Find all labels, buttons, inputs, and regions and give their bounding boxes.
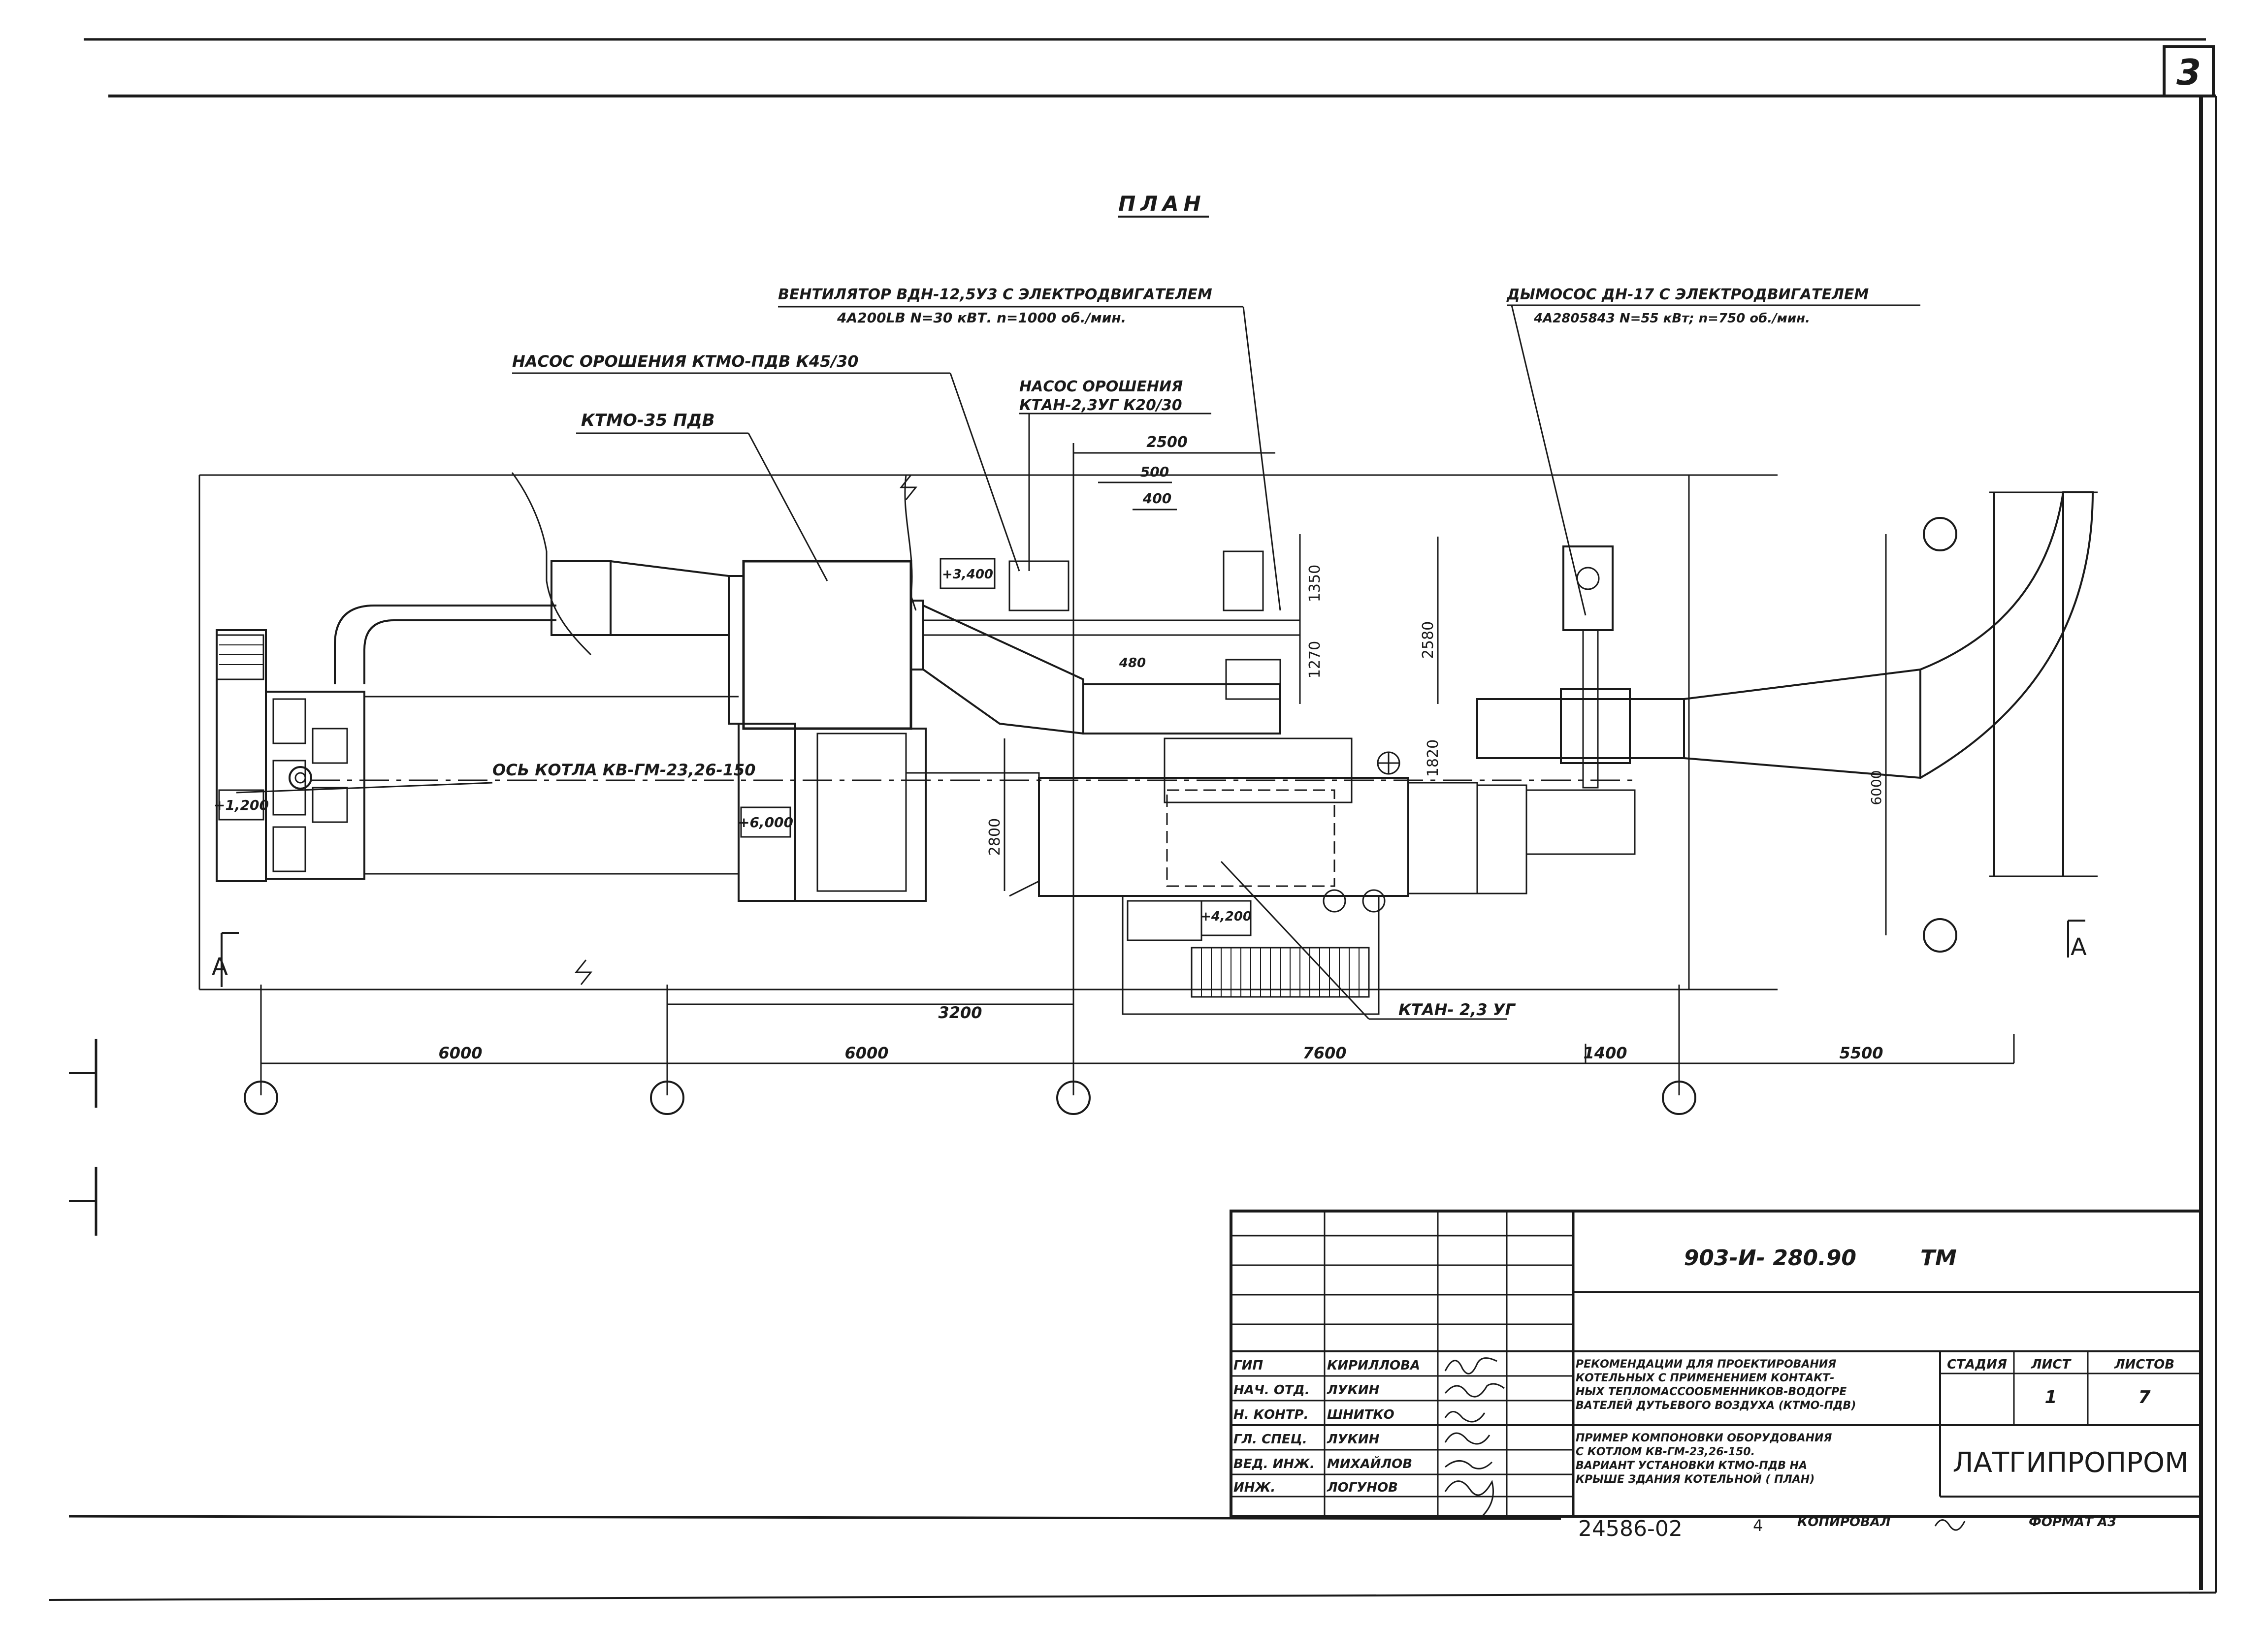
sig-name-3: ШНИТКО [1327, 1407, 1394, 1422]
sig-role-2: НАЧ. ОТД. [1233, 1383, 1310, 1398]
dim-1350: 1350 [1306, 565, 1324, 602]
sig-role-5: ВЕД. ИНЖ. [1233, 1457, 1315, 1471]
level-ktmo: +3,400 [942, 567, 993, 582]
dim-400: 400 [1142, 490, 1171, 507]
desc1-line2: КОТЕЛЬНЫХ С ПРИМЕНЕНИЕМ КОНТАКТ- [1576, 1372, 1834, 1384]
sig-role-4: ГЛ. СПЕЦ. [1233, 1432, 1307, 1447]
footer-copy: КОПИРОВАЛ [1797, 1515, 1891, 1530]
desc2-line3: ВАРИАНТ УСТАНОВКИ КТМО-ПДВ НА [1576, 1460, 1807, 1472]
footer: 24586-02 4 КОПИРОВАЛ ФОРМАТ А3 [1578, 1515, 2116, 1541]
desc2-line4: КРЫШЕ ЗДАНИЯ КОТЕЛЬНОЙ ( ПЛАН) [1576, 1473, 1814, 1486]
dim-480: 480 [1119, 656, 1146, 670]
section-marks: A A [212, 920, 2087, 987]
desc1-line1: РЕКОМЕНДАЦИИ ДЛЯ ПРОЕКТИРОВАНИЯ [1576, 1358, 1836, 1371]
callout-ktan: КТАН- 2,3 УГ [1398, 1000, 1516, 1019]
callout-smoke-line1: ДЫМОСОС ДН-17 С ЭЛЕКТРОДВИГАТЕЛЕМ [1506, 286, 1869, 303]
sig-role-1: ГИП [1233, 1358, 1263, 1373]
footer-number: 24586-02 [1578, 1516, 1683, 1541]
sig-role-6: ИНЖ. [1233, 1480, 1275, 1495]
vertical-dimensions: 1350 1270 2580 1820 6000 2800 [986, 534, 1887, 935]
sheet-header: ЛИСТ [2031, 1357, 2072, 1372]
dim-span3: 7600 [1302, 1044, 1346, 1062]
title-block: 903-И- 280.90 ТМ РЕКОМЕНДАЦИИ ДЛЯ ПРОЕКТ… [1230, 1210, 2203, 1518]
dim-500: 500 [1140, 464, 1169, 480]
sig-name-2: ЛУКИН [1327, 1383, 1380, 1398]
stage-header: СТАДИЯ [1947, 1357, 2007, 1372]
callout-pump2-line1: НАСОС ОРОШЕНИЯ [1019, 378, 1183, 395]
desc2-line1: ПРИМЕР КОМПОНОВКИ ОБОРУДОВАНИЯ [1576, 1432, 1832, 1444]
dim-span2: 6000 [844, 1044, 888, 1062]
callout-smoke-line2: 4А2805843 N=55 кВт; n=750 об./мин. [1533, 311, 1810, 326]
pump-dimensions: 2500 500 400 480 [1073, 434, 1275, 670]
callout-fan-line2: 4А200LВ N=30 кВТ. n=1000 об./мин. [837, 310, 1126, 326]
dim-3200: 3200 [938, 1003, 982, 1022]
left-boiler-block: +1,200 [214, 629, 365, 882]
section-mark-right: A [2071, 933, 2087, 961]
sheet-frame [49, 38, 2217, 1601]
level-boiler: +6,000 [738, 814, 793, 830]
callout-texts: ВЕНТИЛЯТОР ВДН-12,5У3 С ЭЛЕКТРОДВИГАТЕЛЕ… [512, 286, 1869, 1019]
plan-title: ПЛАН [1118, 192, 1209, 218]
sheet-number: 3 [2176, 52, 2201, 93]
section-mark-left: A [212, 953, 228, 981]
building-outline [198, 474, 1778, 990]
sheet-value: 1 [2044, 1387, 2057, 1407]
sig-name-6: ЛОГУНОВ [1327, 1480, 1398, 1495]
sheets-value: 7 [2138, 1387, 2150, 1407]
level-ktan: +4,200 [1200, 909, 1252, 924]
boiler-axis-label: ОСЬ КОТЛА КВ-ГМ-23,26-150 [492, 761, 756, 779]
dim-6000-vert: 6000 [1868, 770, 1884, 805]
sheets-header: ЛИСТОВ [2114, 1357, 2174, 1372]
footer-format: ФОРМАТ А3 [2029, 1515, 2116, 1530]
grid-axes: 6000 6000 7600 1400 5500 3200 [244, 443, 2015, 1115]
org-name: ЛАТГИПРОПРОМ [1953, 1447, 2189, 1479]
footer-sheet: 4 [1753, 1516, 1763, 1535]
dim-2500: 2500 [1146, 434, 1188, 451]
desc2-line2: С КОТЛОМ КВ-ГМ-23,26-150. [1576, 1446, 1755, 1458]
boiler-axis: ОСЬ КОТЛА КВ-ГМ-23,26-150 [310, 761, 1640, 781]
dim-1820: 1820 [1425, 739, 1442, 777]
roof-boundary [511, 472, 917, 656]
dim-span4: 1400 [1583, 1044, 1627, 1062]
dim-span1: 6000 [438, 1044, 482, 1062]
callout-fan-line1: ВЕНТИЛЯТОР ВДН-12,5У3 С ЭЛЕКТРОДВИГАТЕЛЕ… [778, 286, 1212, 303]
callout-pump1: НАСОС ОРОШЕНИЯ КТМО-ПДВ К45/30 [512, 352, 858, 371]
level-left: +1,200 [214, 797, 269, 813]
doc-mark: ТМ [1920, 1245, 1957, 1271]
sig-role-3: Н. КОНТР. [1233, 1407, 1308, 1422]
doc-code: 903-И- 280.90 [1684, 1245, 1856, 1271]
smoke-exhaust [1476, 491, 2098, 877]
callout-pump2-line2: КТАН-2,3УГ К20/30 [1019, 397, 1182, 414]
desc1-line4: ВАТЕЛЕЙ ДУТЬЕВОГО ВОЗДУХА (КТМО-ПДВ) [1576, 1399, 1856, 1412]
ktmo-unit: +3,400 [334, 550, 1300, 735]
boiler-body: +6,000 +4,200 [364, 696, 1636, 1015]
dim-span5: 5500 [1839, 1044, 1883, 1062]
sig-name-5: МИХАЙЛОВ [1327, 1456, 1412, 1471]
desc1-line3: НЫХ ТЕПЛОМАССООБМЕННИКОВ-ВОДОГРЕ [1576, 1386, 1847, 1398]
callout-leaders [236, 304, 1920, 1020]
signatures-handwritten [1444, 1357, 1505, 1517]
sheet-number-box: 3 [2163, 45, 2215, 97]
dim-2580: 2580 [1420, 621, 1437, 659]
dim-1270: 1270 [1306, 641, 1324, 678]
sig-name-1: КИРИЛЛОВА [1327, 1358, 1420, 1373]
sig-name-4: ЛУКИН [1327, 1432, 1380, 1447]
callout-ktmo: КТМО-35 ПДВ [581, 411, 715, 430]
dim-2800: 2800 [986, 818, 1004, 856]
plan-title-text: ПЛАН [1118, 192, 1206, 216]
